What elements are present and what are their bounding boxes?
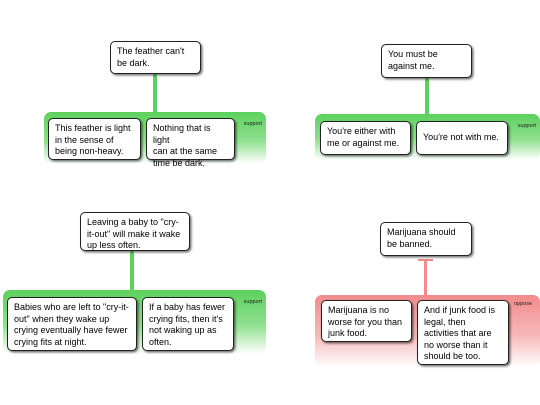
reason-box: Babies who are left to "cry-it- out" whe… xyxy=(7,297,137,351)
oppose-connector xyxy=(424,259,427,297)
claim-box: Leaving a baby to "cry- it-out" will mak… xyxy=(80,212,190,251)
reason-box: You're either with me or against me. xyxy=(320,121,411,155)
relation-label: support xyxy=(517,123,536,129)
reason-box: This feather is light in the sense of be… xyxy=(48,118,141,160)
oppose-marker xyxy=(418,259,433,261)
reason-box: Marijuana is no worse for you than junk … xyxy=(321,300,412,342)
reason-box: If a baby has fewer crying fits, then it… xyxy=(142,297,234,351)
support-connector xyxy=(153,74,157,114)
claim-box: You must be against me. xyxy=(381,44,472,78)
reason-box: And if junk food is legal, then activiti… xyxy=(417,300,509,365)
reason-box: Nothing that is light can at the same ti… xyxy=(146,118,235,168)
claim-box: The feather can't be dark. xyxy=(110,41,201,74)
relation-label: support xyxy=(243,121,262,127)
claim-box: Marijuana should be banned. xyxy=(380,222,472,256)
relation-label: support xyxy=(243,299,262,305)
reason-box: You're not with me. xyxy=(416,121,508,155)
support-connector xyxy=(130,251,134,295)
support-connector xyxy=(425,78,429,116)
relation-label: oppose xyxy=(513,301,532,307)
